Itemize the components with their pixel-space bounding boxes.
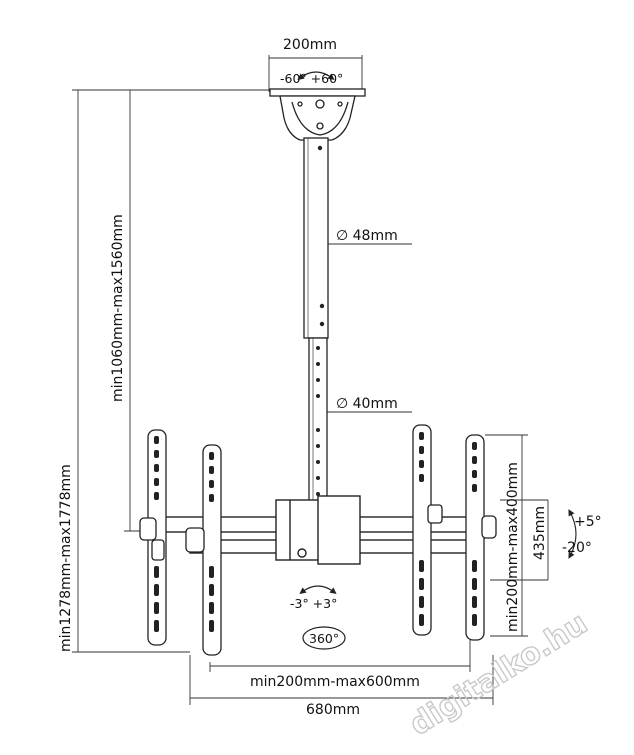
top-width-label: 200mm [283,37,337,53]
right-front-bracket [465,434,497,641]
ceiling-plate [269,88,366,141]
tilt-up-label: +5° [574,514,602,530]
upper-diameter-label: ∅ 48mm [336,228,398,244]
left-front-slots [209,452,214,632]
rotation-360-icon [302,626,346,650]
total-height-label: min1278mm-max1778mm [58,464,74,652]
bracket-spacing-label: min200mm-max400mm [505,462,521,632]
watermark: digitalko.hu [404,606,594,743]
swivel-arrow-icon [299,585,337,594]
lower-diameter-label: ∅ 40mm [336,396,398,412]
top-tilt-label: -60° +60° [280,71,343,86]
top-tilt-arrow-icon [297,71,335,80]
right-back-slots [419,432,424,626]
left-back-bracket [139,429,167,646]
total-width-label: 680mm [306,702,360,718]
crossbar [149,495,486,565]
pole-holes [316,145,325,496]
bracket-height-label: 435mm [532,506,548,560]
right-back-bracket [412,424,443,636]
dimension-lines [72,55,549,705]
telescopic-pole [303,137,329,514]
horizontal-spacing-label: min200mm-max600mm [250,674,420,690]
right-front-slots [472,442,477,626]
rotation-label: 360° [309,631,339,646]
tilt-down-label: -20° [562,540,592,556]
vertical-tilt-arrow-icon [568,509,577,559]
swivel-label: -3° +3° [290,596,337,611]
left-back-slots [154,436,159,632]
left-front-bracket [185,444,222,656]
pole-height-label: min1060mm-max1560mm [110,214,126,402]
